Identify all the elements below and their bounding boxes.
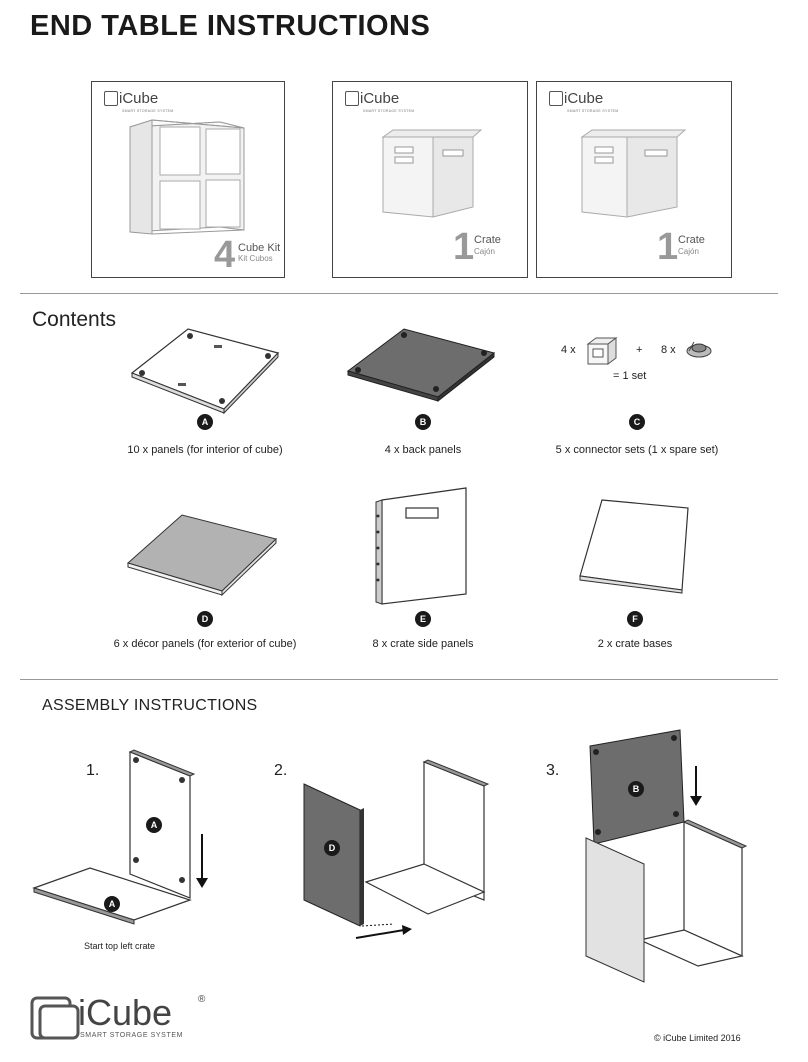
- step-1-illustration: [32, 749, 208, 925]
- footer-brand-name: iCube: [78, 992, 173, 1033]
- step-number-2: 2.: [274, 762, 288, 779]
- footer-tagline: SMART STORAGE SYSTEM: [80, 1032, 184, 1039]
- product-sublabel: Cajón: [678, 247, 699, 256]
- product-label: Crate: [678, 234, 705, 246]
- back-panel-b-illustration: [346, 328, 496, 403]
- card-logo-tagline: SMART STORAGE SYSTEM: [567, 109, 619, 113]
- page-title: END TABLE INSTRUCTIONS: [30, 10, 431, 42]
- step-1-badge-a-lower: A: [104, 896, 120, 912]
- icube-logo-icon: [30, 996, 80, 1040]
- copyright: © iCube Limited 2016: [654, 1033, 741, 1043]
- icube-logo-icon: [104, 91, 118, 107]
- crate-base-f-illustration: [579, 499, 689, 594]
- item-caption-f: 2 x crate bases: [597, 638, 673, 650]
- set-note: = 1 set: [613, 370, 647, 382]
- plus-sign: +: [636, 344, 643, 356]
- item-caption-e: 8 x crate side panels: [372, 638, 474, 650]
- cube-shelf-illustration: [129, 119, 245, 235]
- item-caption-d: 6 x décor panels (for exterior of cube): [113, 638, 297, 650]
- step-number-3: 3.: [546, 762, 560, 779]
- step-1-badge-a-upper: A: [146, 817, 162, 833]
- card-logo-word: iCube: [360, 90, 400, 108]
- product-sublabel: Cajón: [474, 247, 495, 256]
- product-count: 1: [657, 226, 679, 268]
- connector-qty-b: 8 x: [661, 344, 676, 356]
- card-logo-tagline: SMART STORAGE SYSTEM: [363, 109, 415, 113]
- item-badge-d: D: [197, 611, 213, 627]
- item-caption-b: 4 x back panels: [384, 444, 462, 456]
- item-caption-a: 10 x panels (for interior of cube): [127, 444, 283, 456]
- product-count: 1: [453, 226, 475, 268]
- item-badge-c: C: [629, 414, 645, 430]
- footer-registered-mark: ®: [198, 994, 206, 1005]
- connector-icon: [586, 337, 618, 365]
- crate-illustration: [580, 129, 687, 218]
- item-badge-a: A: [197, 414, 213, 430]
- item-badge-e: E: [415, 611, 431, 627]
- step-3-badge-b: B: [628, 781, 644, 797]
- divider: [20, 679, 778, 680]
- item-badge-f: F: [627, 611, 643, 627]
- crate-illustration: [381, 129, 483, 218]
- card-logo-word: iCube: [119, 90, 159, 108]
- card-logo-word: iCube: [564, 90, 604, 108]
- decor-panel-d-illustration: [126, 514, 277, 597]
- step-2-badge-d: D: [324, 840, 340, 856]
- item-caption-c: 5 x connector sets (1 x spare set): [555, 444, 719, 456]
- crate-side-panel-e-illustration: [375, 487, 467, 605]
- clip-icon: [686, 341, 712, 358]
- icube-logo-icon: [345, 91, 359, 107]
- product-count: 4: [214, 234, 236, 276]
- connector-qty-a: 4 x: [561, 344, 576, 356]
- step-1-note: Start top left crate: [84, 941, 156, 951]
- product-label: Crate: [474, 234, 501, 246]
- icube-logo-icon: [549, 91, 563, 107]
- footer-logo: iCube ® SMART STORAGE SYSTEM: [30, 992, 250, 1042]
- panel-a-illustration: [130, 328, 280, 415]
- contents-heading: Contents: [32, 308, 117, 331]
- item-badge-b: B: [415, 414, 431, 430]
- step-3-illustration: [585, 729, 748, 983]
- product-label: Cube Kit: [238, 242, 281, 254]
- step-number-1: 1.: [86, 762, 100, 779]
- product-sublabel: Kit Cubos: [238, 254, 273, 263]
- divider: [20, 293, 778, 294]
- card-logo-tagline: SMART STORAGE SYSTEM: [122, 109, 174, 113]
- assembly-heading: ASSEMBLY INSTRUCTIONS: [42, 697, 258, 714]
